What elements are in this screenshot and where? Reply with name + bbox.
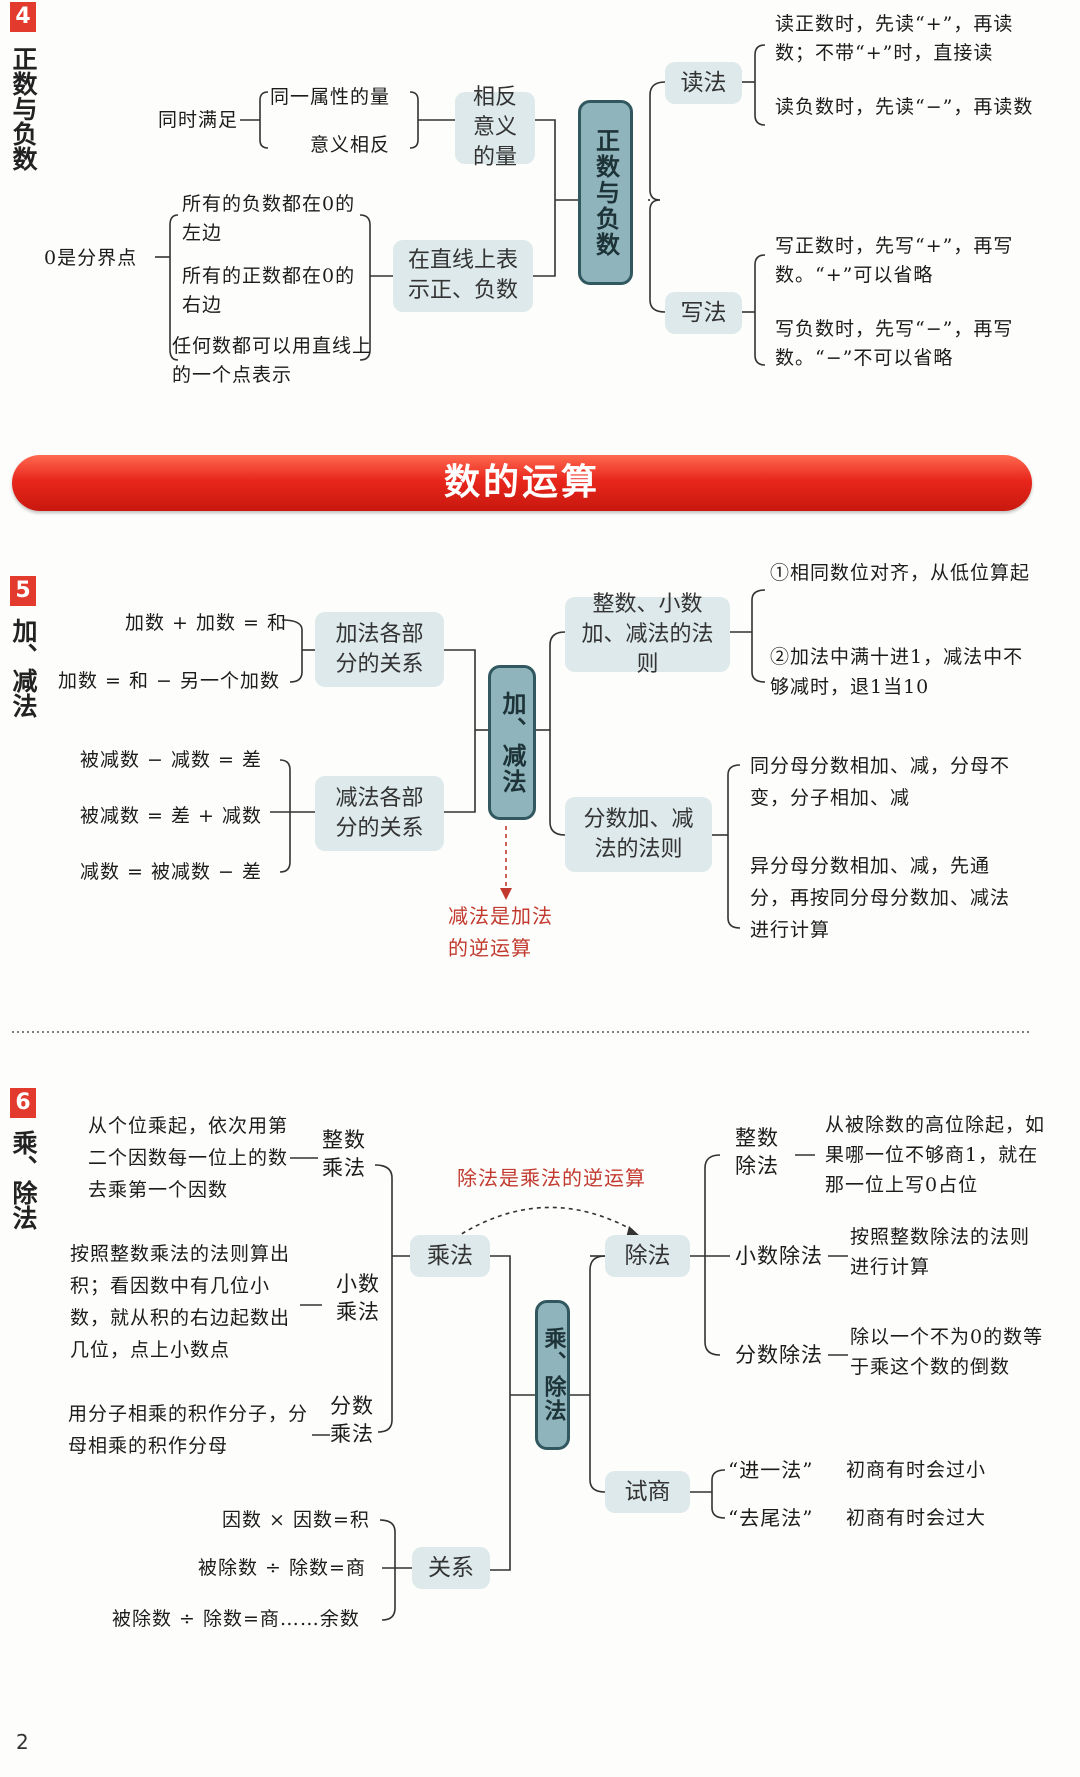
s4-zero-label: 0是分界点 (44, 247, 138, 269)
s6-rel-item: 因数 × 因数=积 (222, 1509, 370, 1531)
s5-inverse-note: 减法是加法的逆运算 (448, 904, 553, 960)
s4-item: 读负数时，先读“−”，再读数 (775, 96, 1034, 118)
s5-item: 被减数 − 减数 = 差 (80, 749, 262, 771)
node-multiplication: 乘法 (410, 1235, 490, 1277)
banner-operations: 数的运算 (12, 455, 1032, 511)
s4-group-label: 同时满足 (158, 109, 239, 131)
s6-mul-desc: 从个位乘起，依次用第二个因数每一位上的数去乘第一个因数 (88, 1115, 289, 1201)
node-trial-quotient: 试商 (605, 1471, 690, 1513)
s6-mul-label: 分数乘法 (330, 1394, 374, 1446)
s5-item: 减数 = 被减数 − 差 (80, 861, 262, 883)
s6-inverse-note: 除法是乘法的逆运算 (457, 1166, 646, 1190)
node-addition-relations: 加法各部分的关系 (315, 612, 444, 687)
s6-mul-desc: 按照整数乘法的法则算出积；看因数中有几位小数，就从积的右边起数出几位，点上小数点 (70, 1243, 291, 1361)
s6-trial-label: “去尾法” (728, 1506, 814, 1530)
section-5-title: 加、减法 (9, 618, 38, 718)
node-opposite-quantities: 相反意义的量 (455, 85, 535, 170)
s6-trial-desc: 初商有时会过大 (846, 1507, 987, 1529)
node-subtraction-relations: 减法各部分的关系 (315, 776, 444, 851)
s6-div-label: 分数除法 (735, 1343, 823, 1367)
node-writing: 写法 (665, 292, 742, 334)
s5-item: 异分母分数相加、减，先通分，再按同分母分数加、减法进行计算 (750, 855, 1011, 941)
s6-trial-label: “进一法” (728, 1458, 814, 1482)
section-6-number: 6 (10, 1088, 36, 1118)
s6-mul-desc: 用分子相乘的积作分子，分母相乘的积作分母 (68, 1403, 309, 1457)
s4-item: 任何数都可以用直线上的一个点表示 (172, 335, 373, 386)
s6-core-node: 乘、除法 (535, 1300, 570, 1450)
s6-rel-item: 被除数 ÷ 除数=商 (198, 1557, 366, 1579)
section-5-number: 5 (10, 576, 36, 606)
s6-div-desc: 从被除数的高位除起，如果哪一位不够商1，就在那一位上写0占位 (825, 1114, 1046, 1196)
s6-mul-label: 小数乘法 (336, 1272, 380, 1324)
node-reading: 读法 (665, 62, 742, 104)
section-4-title: 正数与负数 (9, 46, 38, 171)
s4-item: 所有的正数都在0的右边 (182, 265, 356, 316)
s6-div-label: 整数除法 (735, 1126, 779, 1178)
node-division: 除法 (605, 1235, 690, 1277)
s4-item: 读正数时，先读“+”，再读数；不带“+”时，直接读 (775, 13, 1014, 64)
s5-item: 被减数 = 差 + 减数 (80, 805, 262, 827)
s6-div-desc: 按照整数除法的法则进行计算 (850, 1226, 1031, 1278)
s4-item: 同一属性的量 (270, 86, 391, 108)
s4-item: 写负数时，先写“−”，再写数。“−”不可以省略 (775, 318, 1014, 369)
s5-item: 同分母分数相加、减，分母不变，分子相加、减 (750, 755, 1011, 809)
section-6-title: 乘、除法 (9, 1130, 38, 1230)
s6-trial-desc: 初商有时会过小 (846, 1459, 987, 1481)
s4-item: 写正数时，先写“+”，再写数。“+”可以省略 (775, 235, 1014, 286)
s4-core-node: 正数与负数 (578, 100, 633, 285)
s5-item: 加数 = 和 − 另一个加数 (58, 670, 280, 692)
s4-item: 意义相反 (310, 134, 391, 156)
s5-item: ②加法中满十进1，减法中不够减时，退1当10 (770, 646, 1024, 698)
s5-item: 加数 + 加数 = 和 (125, 612, 287, 634)
page-number: 2 (16, 1730, 29, 1754)
s4-item: 所有的负数都在0的左边 (182, 193, 356, 244)
node-fraction-rules: 分数加、减法的法则 (565, 797, 712, 872)
s6-rel-item: 被除数 ÷ 除数=商……余数 (112, 1608, 360, 1630)
node-integer-decimal-rules: 整数、小数加、减法的法则 (565, 592, 730, 677)
s5-core-node: 加、减法 (488, 665, 536, 820)
s5-item: ①相同数位对齐，从低位算起 (770, 562, 1031, 584)
s6-div-desc: 除以一个不为0的数等于乘这个数的倒数 (850, 1326, 1044, 1378)
node-number-line: 在直线上表示正、负数 (393, 240, 533, 312)
s6-mul-label: 整数乘法 (322, 1128, 366, 1180)
s6-div-label: 小数除法 (735, 1244, 823, 1268)
node-relation: 关系 (412, 1547, 490, 1589)
section-4-number: 4 (10, 2, 36, 32)
